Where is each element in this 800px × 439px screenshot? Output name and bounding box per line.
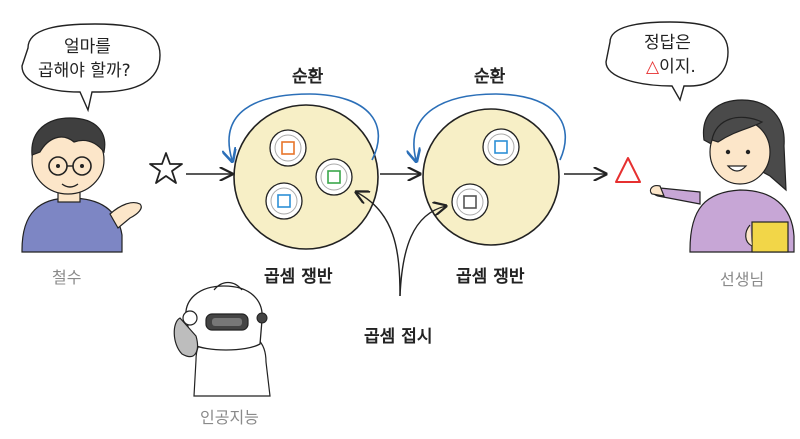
teacher-name: 선생님 [720, 266, 764, 290]
student-speech-line1: 얼마를 [64, 36, 111, 58]
triangle-answer-symbol [616, 158, 640, 182]
student-name: 철수 [52, 264, 81, 288]
cycle-label-left: 순환 [292, 62, 323, 87]
student-figure [22, 118, 141, 252]
teacher-speech-line2: △이지. [646, 56, 696, 78]
right-multiplication-tray [423, 109, 559, 245]
dish-green [316, 159, 352, 195]
cycle-label-right: 순환 [474, 62, 505, 87]
student-speech-line2: 곱해야 할까? [38, 60, 131, 82]
tray-label-right: 곱셈 쟁반 [456, 262, 524, 287]
dish-label: 곱셈 접시 [364, 322, 432, 347]
dish-gray-right [452, 184, 488, 220]
teacher-speech-rest: 이지. [659, 57, 696, 77]
tray-label-left: 곱셈 쟁반 [264, 262, 332, 287]
left-multiplication-tray [234, 105, 378, 249]
ai-robot-figure [174, 283, 270, 397]
dish-blue-right [483, 129, 519, 165]
dish-blue [266, 183, 302, 219]
teacher-speech-line1: 정답은 [644, 32, 691, 54]
teacher-speech-triangle: △ [646, 57, 659, 77]
teacher-figure [650, 100, 794, 252]
star-input-symbol [150, 153, 182, 183]
ai-name: 인공지능 [200, 404, 259, 428]
dish-orange [270, 130, 306, 166]
